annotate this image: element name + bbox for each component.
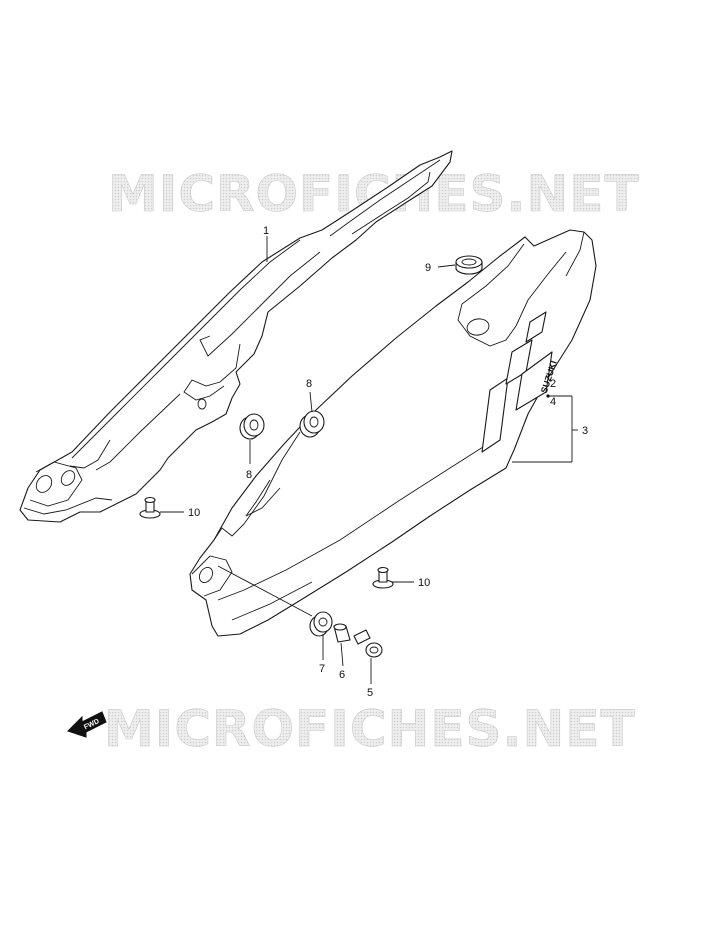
fwd-arrow-icon: FWD (67, 711, 107, 738)
bolt-part-5 (353, 629, 383, 658)
watermark-bottom: MICROFICHES.NET (104, 700, 636, 758)
callout-1: 1 (263, 225, 269, 237)
grommet-part-7 (309, 611, 333, 637)
cap-part-9 (455, 255, 483, 275)
callout-9: 9 (425, 262, 431, 274)
leader-lines (160, 236, 578, 684)
clip-part-10-left (139, 496, 161, 519)
callout-8-center: 8 (306, 378, 312, 390)
watermark-top: MICROFICHES.NET (108, 165, 640, 223)
callout-3: 3 (582, 425, 588, 437)
callout-8-left: 8 (246, 469, 252, 481)
clip-part-10-right (372, 566, 394, 589)
collar-part-6 (333, 623, 351, 643)
grommet-part-8-center (299, 410, 325, 438)
callout-7: 7 (319, 663, 325, 675)
callout-6: 6 (339, 669, 345, 681)
callout-4: 4 (550, 396, 556, 408)
callout-10-right: 10 (418, 577, 430, 589)
callout-5: 5 (367, 687, 373, 699)
side-cover (189, 229, 597, 637)
callout-10-left: 10 (188, 507, 200, 519)
grommet-part-8-left (239, 413, 265, 440)
callout-2: 2 (550, 378, 556, 390)
frame-cover-bracket (19, 150, 453, 523)
